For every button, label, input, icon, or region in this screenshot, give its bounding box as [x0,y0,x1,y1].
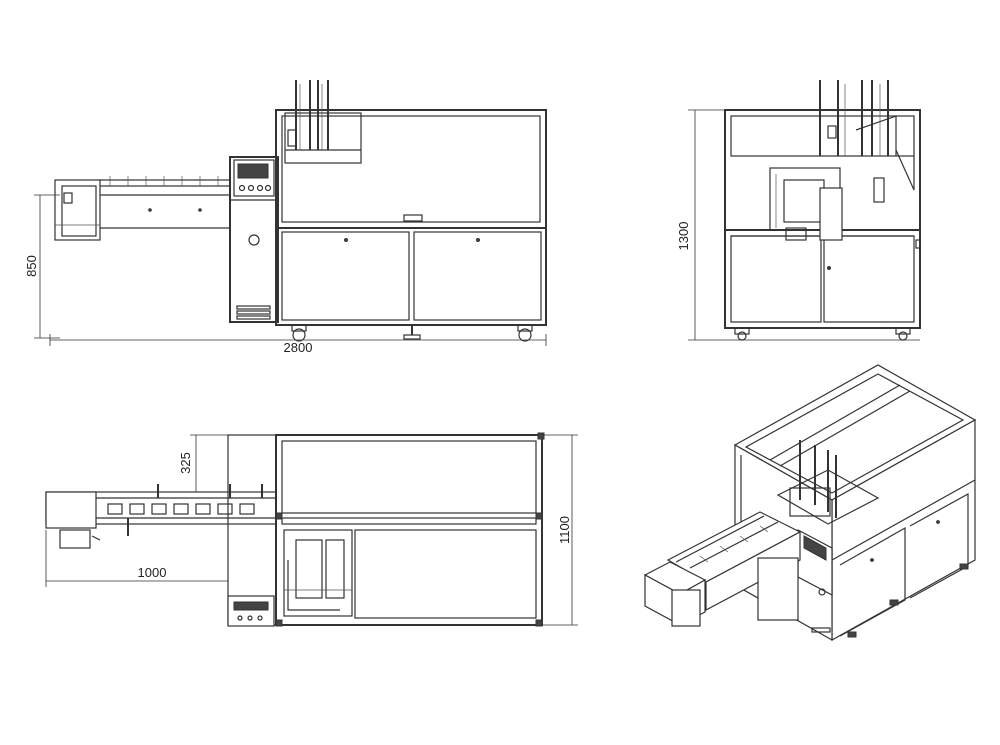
front-control-column [229,156,279,323]
side-main-frame [724,109,921,329]
side-dimensions: 1300 [676,109,920,341]
dim-height-front: 850 [24,255,39,277]
dim-width-top: 1100 [557,516,572,544]
top-view [45,432,545,627]
top-dimensions: 325 1100 1000 [45,434,578,626]
front-main-frame [275,109,547,326]
front-view [54,80,547,342]
dim-infeed-top: 1000 [138,565,167,580]
dim-length-front: 2800 [284,340,313,355]
isometric-view [643,364,977,642]
side-view [724,80,921,341]
dim-depth-top: 325 [178,452,193,474]
front-upper-window [281,115,541,223]
front-dimensions: 2800 850 [24,194,547,355]
dim-height-side: 1300 [676,222,691,251]
